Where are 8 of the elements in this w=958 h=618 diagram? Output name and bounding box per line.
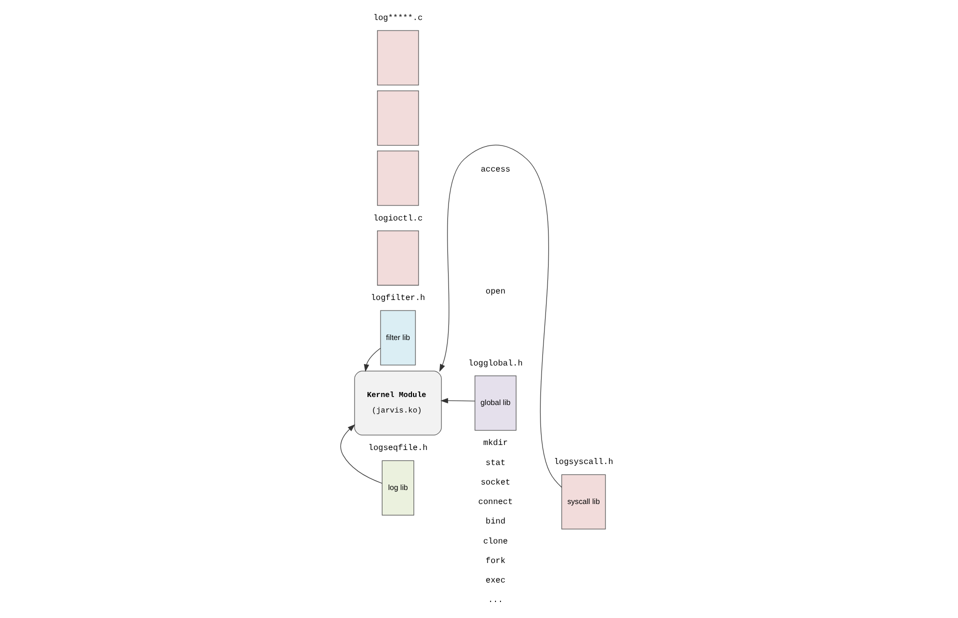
- arrow: [439, 144, 562, 488]
- node-box: [377, 90, 419, 146]
- arrow: [364, 348, 381, 372]
- arrow: [440, 398, 476, 404]
- node-box: [377, 230, 419, 286]
- node-box: [377, 30, 419, 86]
- node-box: [377, 150, 419, 206]
- arrow: [340, 424, 382, 484]
